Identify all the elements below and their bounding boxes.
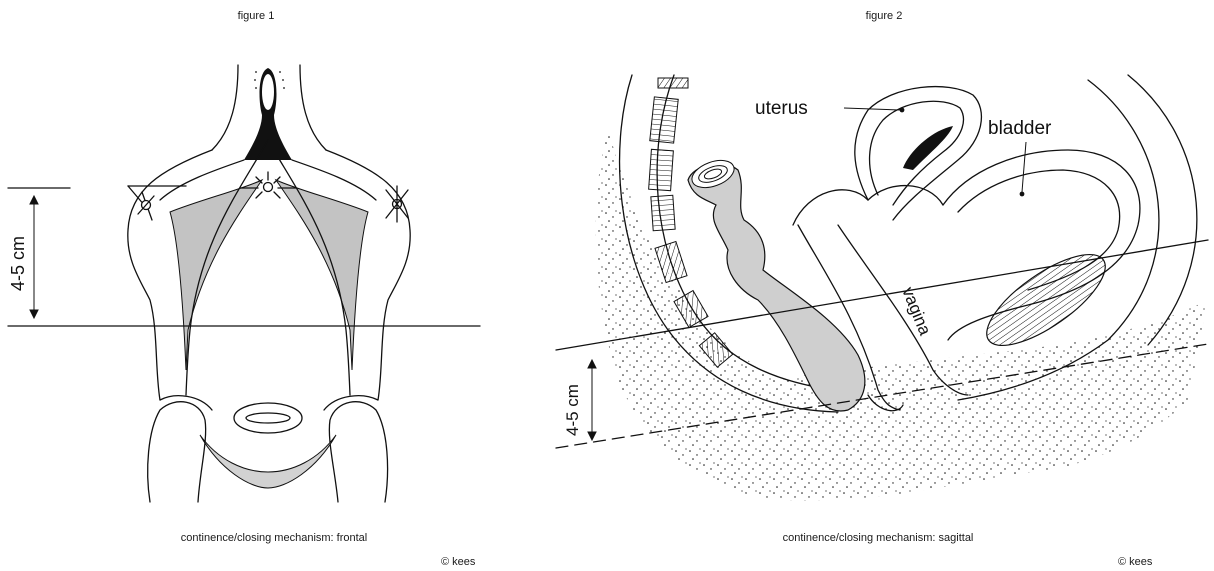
figure-2-copyright: © kees <box>1118 556 1152 568</box>
right-attachment <box>386 186 408 222</box>
right-thigh <box>329 402 387 502</box>
right-lateral-band <box>276 180 368 370</box>
bladder-leader <box>1022 142 1026 192</box>
bladder-label: bladder <box>988 118 1052 139</box>
uterus-label: uterus <box>755 98 808 119</box>
lower-sling <box>200 435 336 488</box>
bladder-leader-dot <box>1020 192 1025 197</box>
figure-2-sagittal-diagram: 4-5 cm uterus bladder vagina <box>548 0 1214 571</box>
figure-2-panel: figure 2 <box>548 0 1214 571</box>
uterus-leader-dot <box>900 108 905 113</box>
center-oval-outer <box>234 403 302 433</box>
figure-2-measure-label: 4-5 cm <box>563 384 582 436</box>
uterus-leader <box>844 108 900 110</box>
center-oval-inner <box>246 413 290 423</box>
figure-1-panel: figure 1 <box>0 0 560 571</box>
left-thigh <box>148 402 206 502</box>
figure-1-measure-label: 4-5 cm <box>8 236 28 291</box>
measure-arrow <box>30 196 38 318</box>
figure-1-frontal-diagram: 4-5 cm <box>0 0 560 571</box>
uterus-cavity <box>903 126 953 170</box>
figure-1-copyright: © kees <box>441 556 475 568</box>
upper-lumen-opening <box>262 74 274 110</box>
right-thigh-inner <box>324 396 378 410</box>
figure-2-measure-arrow <box>588 360 596 440</box>
cervix-left <box>793 190 868 225</box>
figure-2-caption: continence/closing mechanism: sagittal <box>698 532 1058 544</box>
figure-1-caption: continence/closing mechanism: frontal <box>94 532 454 544</box>
pubic-curve-inner <box>1128 75 1197 345</box>
vagina-label: vagina <box>898 284 935 338</box>
left-lateral-band <box>170 180 262 370</box>
